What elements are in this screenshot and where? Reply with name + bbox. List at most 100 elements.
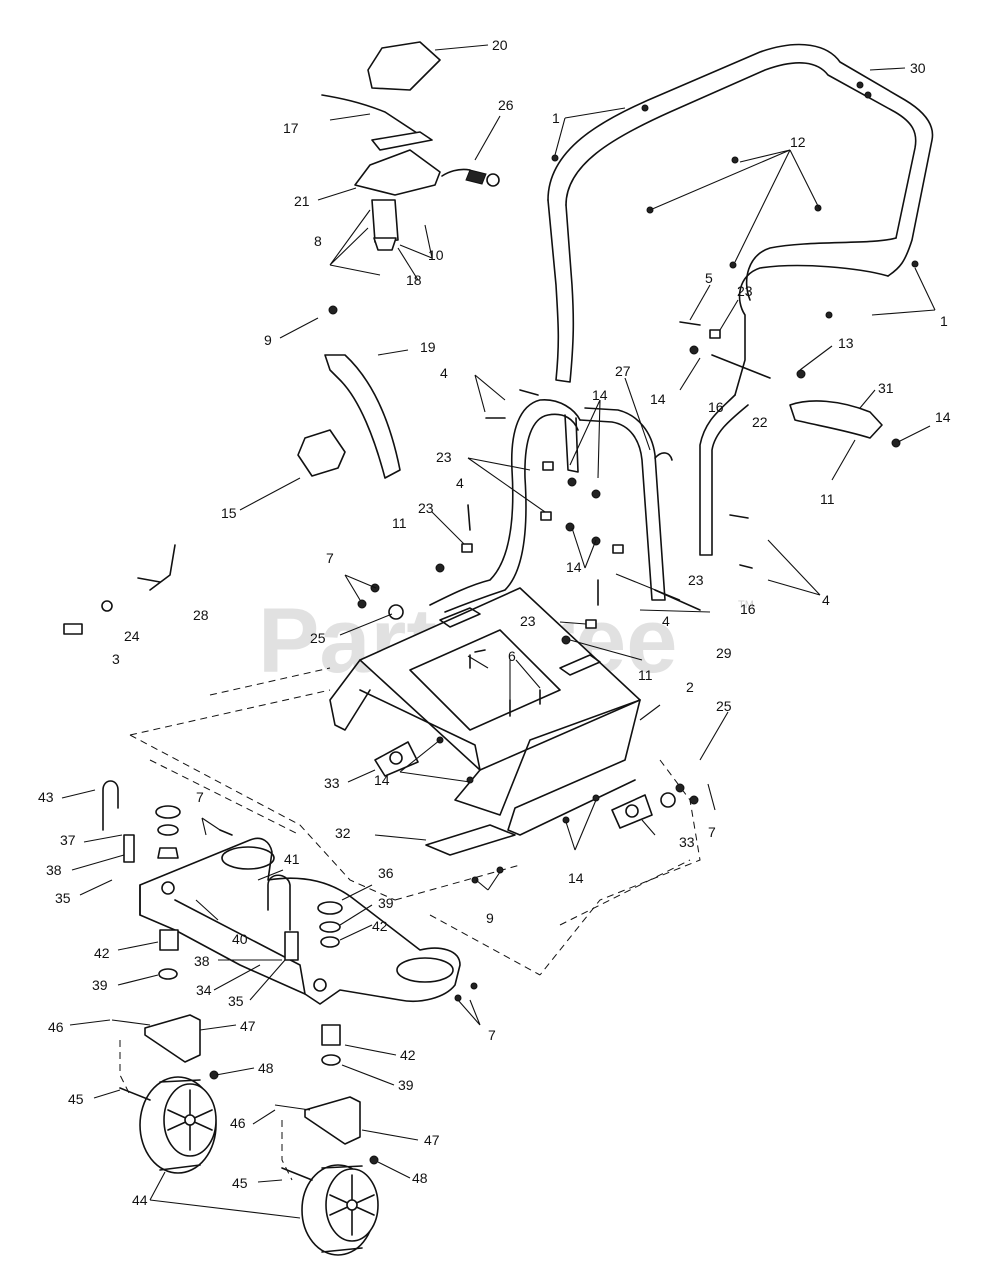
label-5: 5 [705, 270, 713, 286]
label-7c: 7 [708, 824, 716, 840]
label-25b: 25 [716, 698, 732, 714]
label-4b: 4 [456, 475, 464, 491]
label-30: 30 [910, 60, 926, 76]
label-11b: 11 [392, 515, 407, 531]
label-23a: 23 [737, 283, 753, 299]
label-42b: 42 [94, 945, 110, 961]
label-21: 21 [294, 193, 310, 209]
label-23b: 23 [436, 449, 452, 465]
label-31: 31 [878, 380, 894, 396]
label-14b: 14 [650, 391, 666, 407]
caster-bracket-left [144, 1014, 201, 1063]
label-36: 36 [378, 865, 394, 881]
label-47b: 47 [424, 1132, 440, 1148]
label-14d: 14 [566, 559, 582, 575]
label-16b: 16 [740, 601, 756, 617]
label-33b: 33 [679, 834, 695, 850]
label-46b: 46 [230, 1115, 246, 1131]
label-48b: 48 [412, 1170, 428, 1186]
label-46a: 46 [48, 1019, 64, 1035]
label-13: 13 [838, 335, 854, 351]
label-33a: 33 [324, 775, 340, 791]
label-14c: 14 [935, 409, 951, 425]
caster-hardware [102, 780, 478, 1181]
label-42c: 42 [400, 1047, 416, 1063]
label-7d: 7 [488, 1027, 496, 1043]
label-38b: 38 [194, 953, 210, 969]
label-45a: 45 [68, 1091, 84, 1107]
label-4a: 4 [440, 365, 448, 381]
label-45b: 45 [232, 1175, 248, 1191]
label-44: 44 [132, 1192, 148, 1208]
leader-lines [61, 44, 936, 1219]
label-3: 3 [112, 651, 120, 667]
label-29: 29 [716, 645, 732, 661]
label-11a: 11 [820, 491, 835, 507]
label-9b: 9 [486, 910, 494, 926]
label-39b: 39 [92, 977, 108, 993]
label-14f: 14 [568, 870, 584, 886]
label-38a: 38 [46, 862, 62, 878]
label-14e: 14 [374, 772, 390, 788]
dolly-outline [129, 667, 701, 976]
label-48a: 48 [258, 1060, 274, 1076]
label-19: 19 [420, 339, 436, 355]
label-1a: 1 [552, 110, 560, 126]
label-4c: 4 [822, 592, 830, 608]
label-23c: 23 [418, 500, 434, 516]
label-43: 43 [38, 789, 54, 805]
label-37: 37 [60, 832, 76, 848]
label-39a: 39 [378, 895, 394, 911]
label-35b: 35 [228, 993, 244, 1009]
chute-handle [789, 400, 883, 439]
wheel-left [139, 1076, 217, 1174]
label-10: 10 [428, 247, 444, 263]
label-39c: 39 [398, 1077, 414, 1093]
wheel-carriage-frame [139, 837, 461, 1005]
label-17: 17 [283, 120, 299, 136]
label-11c: 11 [638, 667, 653, 683]
main-frame [329, 587, 641, 836]
label-41: 41 [284, 851, 300, 867]
label-8: 8 [314, 233, 322, 249]
label-34: 34 [196, 982, 212, 998]
label-26: 26 [498, 97, 514, 113]
lower-handle-frame [429, 399, 666, 613]
label-14a: 14 [592, 387, 608, 403]
label-32: 32 [335, 825, 351, 841]
part-labels: 20 30 26 1 17 12 21 8 10 18 5 23 1 9 19 … [38, 37, 951, 1208]
label-2: 2 [686, 679, 694, 695]
label-22: 22 [752, 414, 768, 430]
label-23d: 23 [688, 572, 704, 588]
guard [324, 354, 401, 479]
label-6: 6 [508, 648, 516, 664]
label-28: 28 [193, 607, 209, 623]
handle-assembly [547, 43, 934, 556]
label-40: 40 [232, 931, 248, 947]
wheel-right [301, 1164, 379, 1256]
caster-bracket-right [304, 1096, 361, 1145]
bottom-plate [425, 824, 516, 856]
label-1b: 1 [940, 313, 948, 329]
label-47a: 47 [240, 1018, 256, 1034]
mount-bracket [297, 429, 346, 477]
label-24: 24 [124, 628, 140, 644]
watermark-tm: TM [738, 599, 754, 611]
label-25a: 25 [310, 630, 326, 646]
label-18: 18 [406, 272, 422, 288]
label-15: 15 [221, 505, 237, 521]
label-4d: 4 [662, 613, 670, 629]
label-27: 27 [615, 363, 631, 379]
label-7a: 7 [326, 550, 334, 566]
label-12: 12 [790, 134, 806, 150]
control-assembly [321, 41, 500, 251]
label-7b: 7 [196, 789, 204, 805]
label-16a: 16 [708, 399, 724, 415]
label-42a: 42 [372, 918, 388, 934]
label-20: 20 [492, 37, 508, 53]
label-23e: 23 [520, 613, 536, 629]
label-9a: 9 [264, 332, 272, 348]
label-35a: 35 [55, 890, 71, 906]
